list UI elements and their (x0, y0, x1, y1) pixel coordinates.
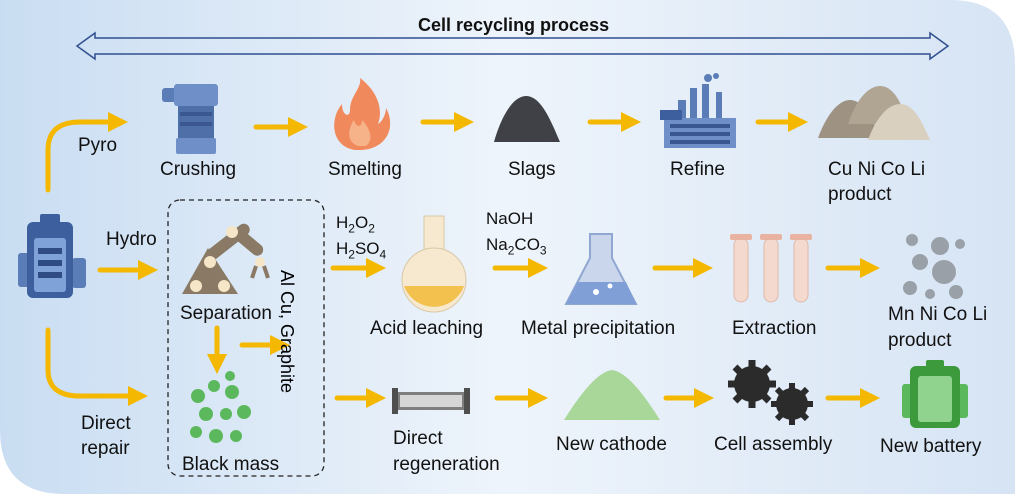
step-direct-regeneration-2: regeneration (393, 454, 500, 475)
reagent-naoh: NaOH (486, 209, 534, 228)
hydro-separation-box (167, 199, 325, 477)
gears-icon (728, 360, 813, 425)
step-crushing: Crushing (160, 159, 237, 180)
crusher-icon (162, 84, 218, 154)
black-mass-label: Black mass (182, 454, 280, 475)
step-direct-regeneration-1: Direct (393, 428, 443, 449)
side-product-label: Al Cu, Graphite (277, 270, 297, 394)
robot-arm-icon (182, 223, 270, 294)
route-hydro-label: Hydro (106, 229, 157, 250)
reagent-h2so4: H2SO4 (336, 239, 387, 262)
step-new-battery: New battery (880, 436, 982, 457)
pyro-product-label-1: Cu Ni Co Li (828, 159, 926, 180)
step-acid-leaching: Acid leaching (370, 318, 484, 339)
hydro-product-label-2: product (888, 330, 952, 351)
step-separation: Separation (180, 303, 272, 324)
black-mass-icon (190, 371, 251, 443)
process-double-arrow (75, 31, 950, 61)
pyro-product-label-2: product (828, 184, 892, 205)
step-slags: Slags (508, 159, 556, 180)
reagent-na2co3: Na2CO3 (486, 235, 547, 258)
erlenmeyer-icon (564, 233, 638, 305)
step-smelting: Smelting (328, 159, 402, 180)
route-pyro-label: Pyro (78, 135, 118, 156)
diagram-title: Cell recycling process (418, 15, 610, 35)
battery-icon (18, 214, 86, 298)
step-cell-assembly: Cell assembly (714, 434, 833, 455)
flow-arrows (45, 112, 880, 408)
bubbles-icon (903, 234, 965, 299)
factory-icon (660, 73, 736, 148)
step-metal-precipitation: Metal precipitation (521, 318, 676, 339)
step-refine: Refine (670, 159, 725, 180)
hydro-product-label-1: Mn Ni Co Li (888, 304, 988, 325)
flame-icon (334, 78, 391, 150)
step-new-cathode: New cathode (556, 434, 667, 455)
reagent-h2o2: H2O2 (336, 213, 375, 236)
metal-piles-icon (818, 86, 930, 140)
flask-icon (401, 215, 467, 313)
slag-pile-icon (494, 96, 560, 142)
powder-pile-icon (564, 370, 660, 420)
tube-furnace-icon (392, 388, 470, 414)
route-direct-label-1: Direct (81, 413, 131, 434)
new-battery-icon (902, 360, 968, 428)
step-extraction: Extraction (732, 318, 817, 339)
test-tubes-icon (730, 234, 812, 303)
route-direct-label-2: repair (81, 438, 130, 459)
